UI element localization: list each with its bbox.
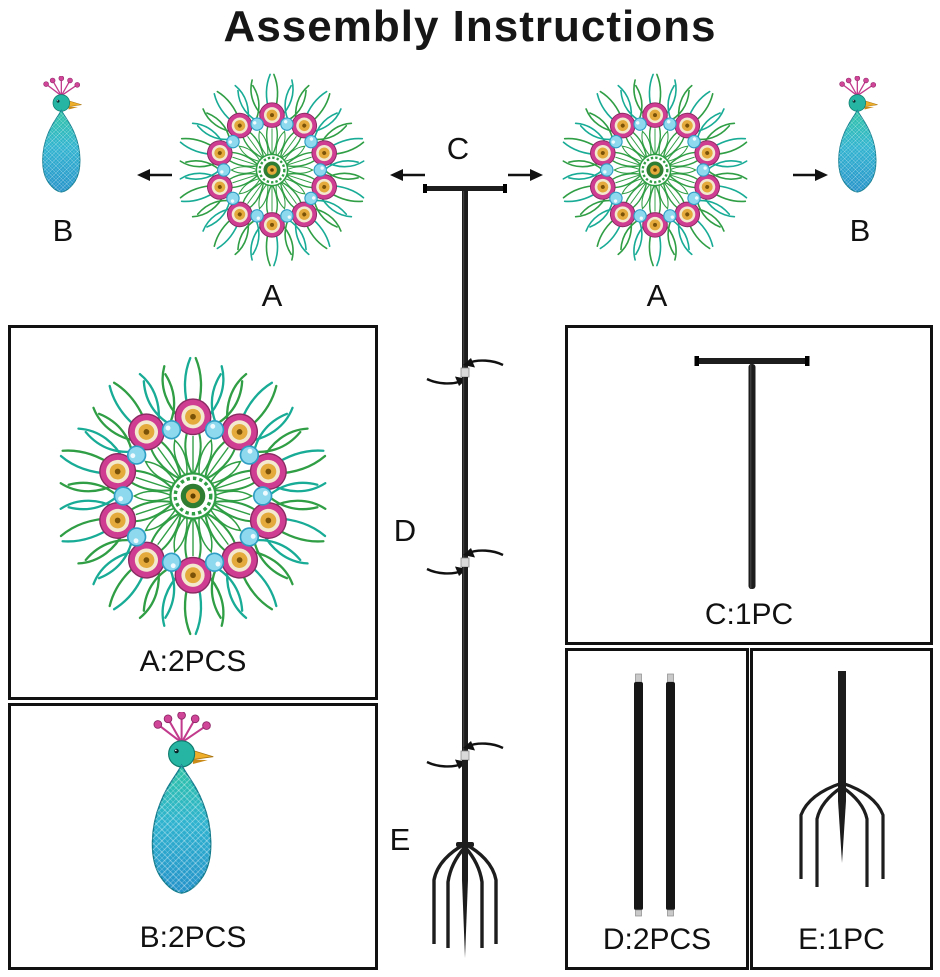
part-box-d: D:2PCS [565,648,749,970]
center-pole-assembly-icon [423,184,507,958]
callout-label-b-left: B [52,213,74,248]
part-box-a: A:2PCS [8,325,378,700]
part-label-a: A:2PCS [139,645,247,678]
peacock-wheel-icon [549,64,761,276]
part-box-e: E:1PC [750,648,933,970]
peacock-body-icon [151,712,215,895]
callout-label-c: C [446,131,470,166]
peacock-body-icon [41,76,83,193]
peacock-body-icon [837,76,879,193]
page-title: Assembly Instructions [223,2,717,51]
arrow-left-icon [137,169,172,181]
arrow-right-icon [793,169,828,181]
arrow-right-icon [508,169,543,181]
part-box-b: B:2PCS [8,703,378,970]
part-label-e: E:1PC [798,923,885,956]
callout-label-d: D [393,513,417,548]
arrow-left-icon [390,169,425,181]
t-pole-icon [694,356,810,589]
peacock-wheel-icon [166,64,378,276]
peacock-wheel-icon [40,343,346,649]
pole-pair-icon [634,673,675,917]
callout-label-a-right: A [646,278,668,313]
part-label-c: C:1PC [704,598,794,631]
stake-base-icon [799,671,885,887]
part-label-b: B:2PCS [139,921,247,954]
part-label-d: D:2PCS [602,923,712,956]
callout-label-e: E [389,822,411,857]
callout-label-b-right: B [849,213,871,248]
part-box-c: C:1PC [565,325,933,645]
callout-label-a-left: A [261,278,283,313]
